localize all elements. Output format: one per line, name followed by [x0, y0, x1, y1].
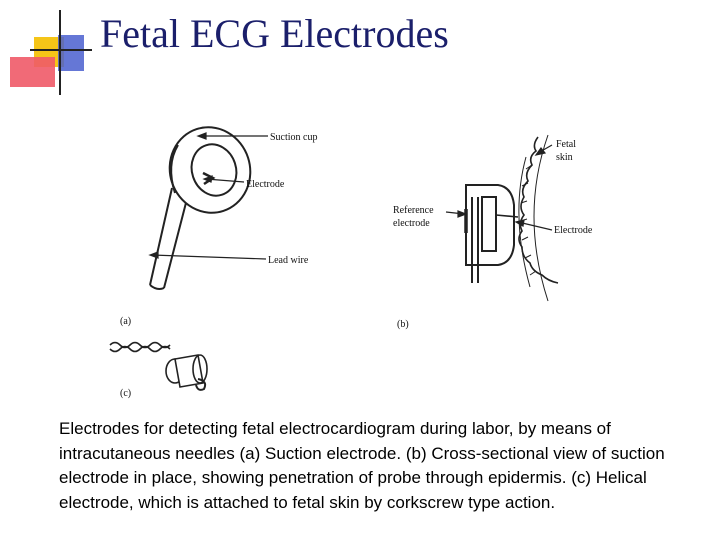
suction-electrode-drawing	[149, 126, 252, 290]
cross-section-electrode-drawing	[464, 184, 519, 283]
label-reference: Reference	[393, 205, 434, 216]
corner-horizontal-line	[30, 49, 92, 51]
electrode-figure: Suction cup Electrode Lead wire (a) (c) …	[109, 126, 593, 399]
label-suction-cup: Suction cup	[270, 132, 318, 143]
label-skin: skin	[556, 152, 573, 163]
label-panel-c: (c)	[120, 388, 131, 399]
label-electrode-b: Electrode	[554, 225, 593, 236]
corner-vertical-line	[59, 10, 61, 95]
label-reference-electrode: electrode	[393, 218, 430, 229]
label-panel-b: (b)	[397, 319, 409, 330]
helical-electrode-drawing	[109, 341, 208, 391]
label-lead-wire: Lead wire	[268, 255, 309, 266]
fetal-skin-drawing	[518, 134, 559, 302]
label-fetal: Fetal	[556, 139, 576, 150]
corner-decoration-red	[10, 57, 55, 87]
label-panel-a: (a)	[120, 316, 131, 327]
suction-electrode-leaders	[148, 132, 268, 260]
label-electrode-a: Electrode	[246, 179, 285, 190]
corner-decoration-blue	[58, 35, 84, 71]
cross-section-leaders	[445, 144, 553, 231]
figure-caption: Electrodes for detecting fetal electroca…	[59, 419, 665, 512]
slide-title: Fetal ECG Electrodes	[100, 11, 449, 56]
